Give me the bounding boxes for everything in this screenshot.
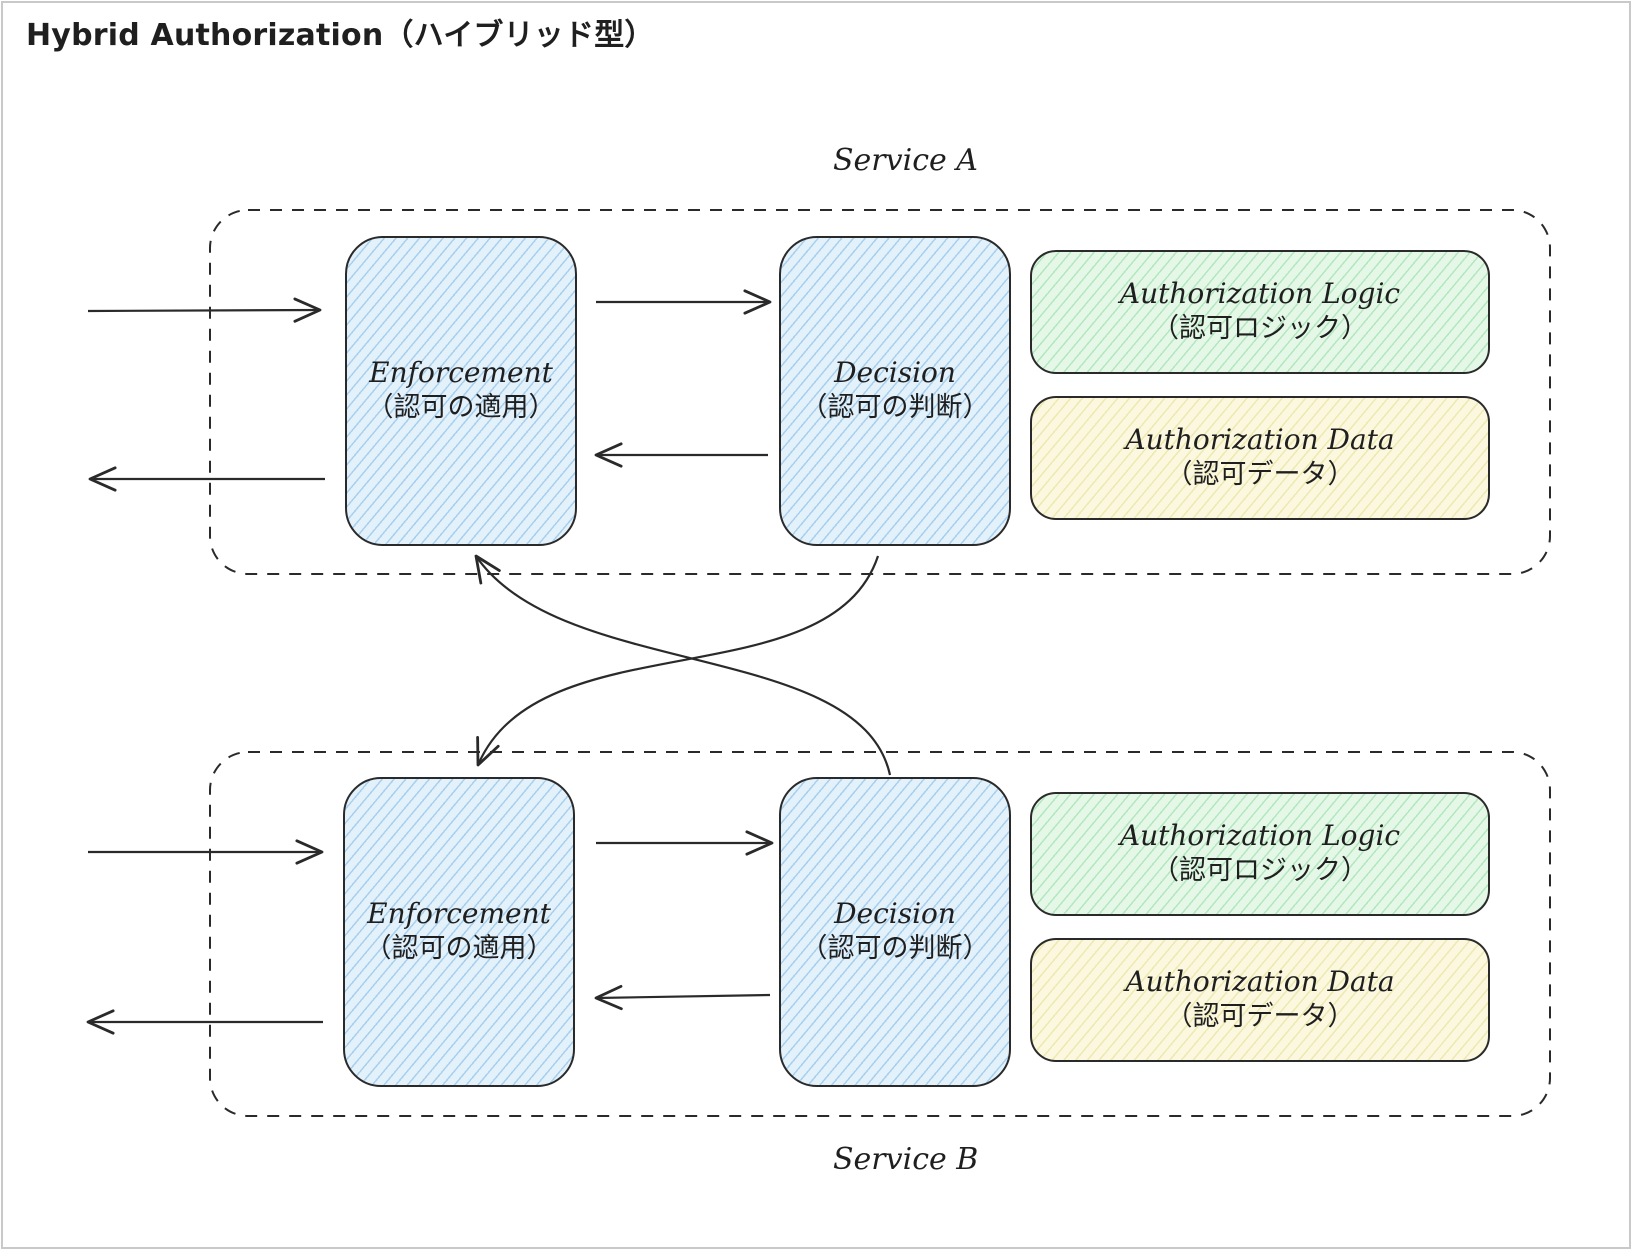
data-sub-b: （認可データ） — [1165, 1001, 1355, 1033]
data-name-b: Authorization Data — [1125, 965, 1395, 999]
authorization-logic-box-a: Authorization Logic （認可ロジック） — [1030, 250, 1490, 374]
enforcement-name-a: Enforcement — [369, 356, 553, 390]
decision-name-b: Decision — [834, 897, 956, 931]
decision-box-a: Decision （認可の判断） — [779, 236, 1011, 546]
logic-sub-b: （認可ロジック） — [1152, 855, 1368, 887]
decision-box-b: Decision （認可の判断） — [779, 777, 1011, 1087]
data-sub-a: （認可データ） — [1165, 459, 1355, 491]
enforcement-name-b: Enforcement — [367, 897, 551, 931]
service-a-label: Service A — [833, 143, 978, 178]
decision-sub-a: （認可の判断） — [800, 392, 990, 424]
decision-sub-b: （認可の判断） — [800, 933, 990, 965]
page-title: Hybrid Authorization（ハイブリッド型） — [26, 18, 655, 53]
logic-name-b: Authorization Logic — [1119, 819, 1401, 853]
enforcement-sub-b: （認可の適用） — [364, 933, 554, 965]
enforcement-box-b: Enforcement （認可の適用） — [343, 777, 575, 1087]
logic-sub-a: （認可ロジック） — [1152, 313, 1368, 345]
authorization-logic-box-b: Authorization Logic （認可ロジック） — [1030, 792, 1490, 916]
service-b-label: Service B — [833, 1142, 979, 1177]
data-name-a: Authorization Data — [1125, 423, 1395, 457]
authorization-data-box-a: Authorization Data （認可データ） — [1030, 396, 1490, 520]
logic-name-a: Authorization Logic — [1119, 277, 1401, 311]
enforcement-sub-a: （認可の適用） — [366, 392, 556, 424]
enforcement-box-a: Enforcement （認可の適用） — [345, 236, 577, 546]
decision-name-a: Decision — [834, 356, 956, 390]
authorization-data-box-b: Authorization Data （認可データ） — [1030, 938, 1490, 1062]
